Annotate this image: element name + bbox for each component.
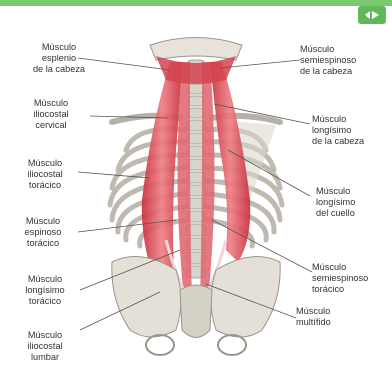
label-semiespinoso-cabeza: Músculo semiespinoso de la cabeza [300,44,388,77]
label-esplenio-cabeza: Músculo esplenio de la cabeza [22,42,96,75]
label-longisimo-cuello: Músculo longísimo del cuello [316,186,388,219]
label-longisimo-toracico: Músculo longísimo torácico [8,274,82,307]
label-semiespinoso-toracico: Músculo semiespinoso torácico [312,262,390,295]
label-multifido: Músculo multífido [296,306,376,328]
label-iliocostal-toracico: Músculo iliocostal torácico [8,158,82,191]
label-espinoso-toracico: Músculo espinoso torácico [6,216,80,249]
label-iliocostal-lumbar: Músculo iliocostal lumbar [8,330,82,363]
label-longisimo-cabeza: Músculo longísimo de la cabeza [312,114,388,147]
label-iliocostal-cervical: Músculo iliocostal cervical [14,98,88,131]
